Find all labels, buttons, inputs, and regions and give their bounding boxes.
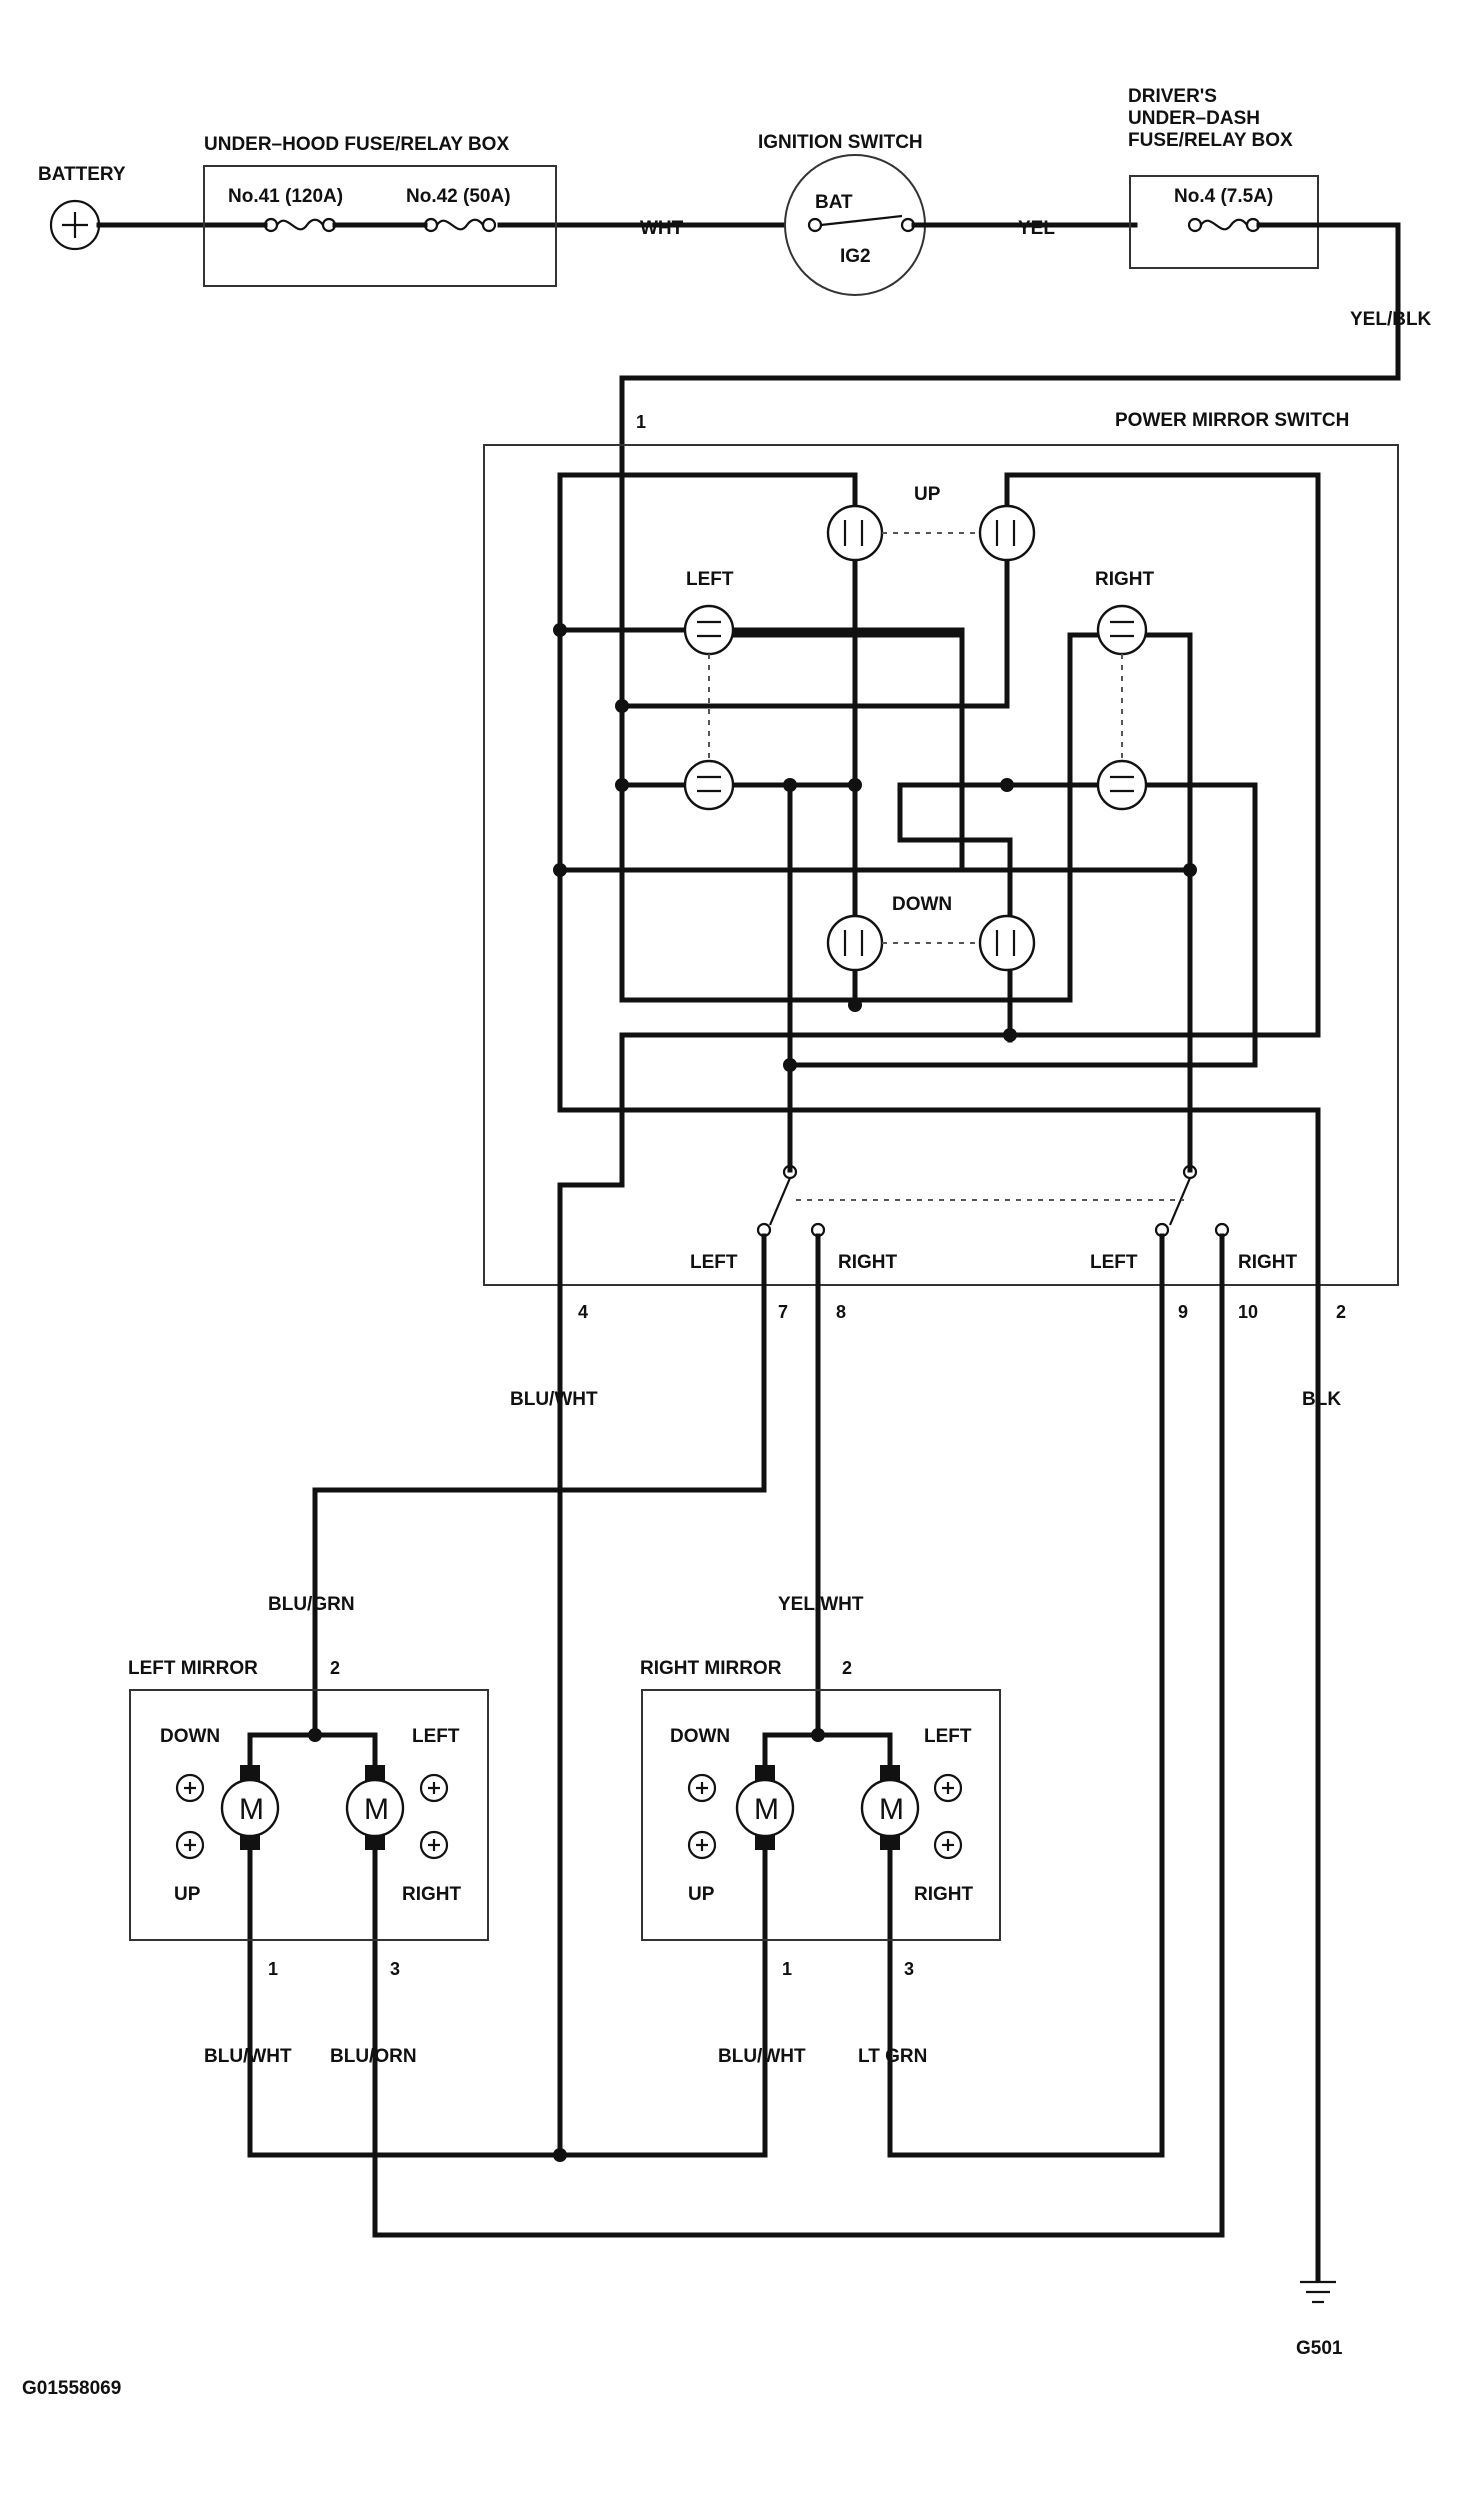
left-mirror-motor-a-label: M [239, 1793, 264, 1826]
pin-right-mirror-1: 1 [782, 1959, 792, 1979]
switch-left-contact-b [683, 759, 735, 811]
selector-right-label-b: RIGHT [1238, 1252, 1298, 1273]
left-mirror-motor-a-icon [220, 1778, 280, 1838]
ground-g501: G501 [1296, 2280, 1343, 2359]
ignition-switch-icon [784, 154, 926, 296]
switch-up-contact-a [826, 504, 884, 562]
wire-yel-wht-label: YEL/WHT [778, 1594, 864, 1615]
power-mirror-switch-box [483, 444, 1399, 1286]
wire-right-blu-wht-label: BLU/WHT [718, 2046, 806, 2067]
right-mirror-up-terminal-icon [687, 1830, 717, 1860]
left-mirror-motor-b-label: M [364, 1793, 389, 1826]
left-mirror-right-terminal-icon [419, 1830, 449, 1860]
left-mirror-label: LEFT MIRROR [128, 1658, 258, 1679]
ignition-switch-label: IGNITION SWITCH [758, 132, 923, 153]
right-mirror-right-terminal-icon [933, 1830, 963, 1860]
right-mirror-motor-a-icon [735, 1778, 795, 1838]
harness-wires: BLU/WHT BLK BLU/GRN YEL/WHT BLU/WHT BLU/… [204, 1233, 1341, 2283]
pin-left-mirror-2: 2 [330, 1658, 340, 1678]
right-mirror-motor-b-label: M [879, 1793, 904, 1826]
selector-right-label-a: RIGHT [838, 1252, 898, 1273]
left-mirror-left-label: LEFT [412, 1726, 460, 1747]
right-mirror-motor-b-icon [860, 1778, 920, 1838]
underdash-box-label-3: FUSE/RELAY BOX [1128, 130, 1293, 151]
ignition-ig2-terminal: IG2 [840, 246, 871, 267]
ground-icon [1300, 2280, 1336, 2304]
selector-switch-right [1154, 1164, 1230, 1238]
switch-down-label: DOWN [892, 894, 952, 915]
fuse-4-icon [1187, 217, 1261, 233]
wire-right-lt-grn-label: LT GRN [858, 2046, 927, 2067]
pin-switch-8: 8 [836, 1302, 846, 1322]
right-mirror-label: RIGHT MIRROR [640, 1658, 782, 1679]
pin-switch-10: 10 [1238, 1302, 1258, 1322]
right-mirror-right-label: RIGHT [914, 1884, 974, 1905]
underdash-fuse-relay-box [1129, 175, 1319, 269]
right-mirror-down-terminal-icon [687, 1773, 717, 1803]
wire-blu-wht-main-label: BLU/WHT [510, 1389, 598, 1410]
right-mirror-motor-a-label: M [754, 1793, 779, 1826]
wire-yel-label: YEL [1018, 218, 1055, 239]
right-mirror-up-label: UP [688, 1884, 715, 1905]
left-mirror: LEFT MIRROR 2 1 3 M M DOWN UP LEFT RIGHT [128, 1658, 489, 1979]
fuse-42-label: No.42 (50A) [406, 186, 511, 207]
fuse-41-label: No.41 (120A) [228, 186, 343, 207]
fuse-41-icon [263, 217, 337, 233]
wire-blu-grn-label: BLU/GRN [268, 1594, 355, 1615]
left-mirror-down-label: DOWN [160, 1726, 220, 1747]
pin-left-mirror-3: 3 [390, 1959, 400, 1979]
pin-right-mirror-3: 3 [904, 1959, 914, 1979]
pin-right-mirror-2: 2 [842, 1658, 852, 1678]
wire-left-blu-orn-label: BLU/ORN [330, 2046, 417, 2067]
switch-down-contact-b [978, 914, 1036, 972]
wire-blk-label: BLK [1302, 1389, 1341, 1410]
left-mirror-up-terminal-icon [175, 1830, 205, 1860]
switch-up-contact-b [978, 504, 1036, 562]
switch-down-contact-a [826, 914, 884, 972]
wire-wht-label: WHT [640, 218, 684, 239]
right-mirror-left-label: LEFT [924, 1726, 972, 1747]
left-mirror-right-label: RIGHT [402, 1884, 462, 1905]
underhood-box-label: UNDER–HOOD FUSE/RELAY BOX [204, 134, 509, 155]
left-mirror-up-label: UP [174, 1884, 201, 1905]
pin-switch-4: 4 [578, 1302, 588, 1322]
switch-left-contact-a [683, 604, 735, 656]
underdash-box-label-2: UNDER–DASH [1128, 108, 1260, 129]
selector-left-label-a: LEFT [690, 1252, 738, 1273]
left-mirror-left-terminal-icon [419, 1773, 449, 1803]
selector-left-label-b: LEFT [1090, 1252, 1138, 1273]
wire-yel-blk-label: YEL/BLK [1350, 309, 1432, 330]
left-mirror-down-terminal-icon [175, 1773, 205, 1803]
left-mirror-box [129, 1689, 489, 1941]
figure-id: G01558069 [22, 2378, 121, 2399]
fuse-42-icon [423, 217, 497, 233]
switch-right-contact-a [1096, 604, 1148, 656]
right-mirror: RIGHT MIRROR 2 1 3 M M DOWN UP LEFT RIGH… [640, 1658, 1001, 1979]
wire-left-blu-wht-label: BLU/WHT [204, 2046, 292, 2067]
underhood-fuse-relay-box [203, 165, 557, 287]
pin-switch-1: 1 [636, 412, 646, 432]
switch-up-label: UP [914, 484, 941, 505]
selector-switch-left [756, 1164, 826, 1238]
supply-circuit: BATTERY UNDER–HOOD FUSE/RELAY BOX No.41 … [38, 86, 1432, 461]
pin-switch-2: 2 [1336, 1302, 1346, 1322]
power-mirror-switch-label: POWER MIRROR SWITCH [1115, 410, 1349, 431]
power-mirror-switch: POWER MIRROR SWITCH 1 UP LEFT [483, 410, 1399, 2158]
right-mirror-left-terminal-icon [933, 1773, 963, 1803]
pin-switch-7: 7 [778, 1302, 788, 1322]
left-mirror-motor-b-icon [345, 1778, 405, 1838]
switch-right-contact-b [1096, 759, 1148, 811]
pin-left-mirror-1: 1 [268, 1959, 278, 1979]
switch-left-label: LEFT [686, 569, 734, 590]
underdash-box-label-1: DRIVER'S [1128, 86, 1217, 107]
switch-right-label: RIGHT [1095, 569, 1155, 590]
ignition-bat-terminal: BAT [815, 192, 853, 213]
battery-label: BATTERY [38, 164, 126, 185]
fuse-4-label: No.4 (7.5A) [1174, 186, 1273, 207]
ground-label: G501 [1296, 2338, 1343, 2359]
right-mirror-down-label: DOWN [670, 1726, 730, 1747]
right-mirror-box [641, 1689, 1001, 1941]
pin-switch-9: 9 [1178, 1302, 1188, 1322]
